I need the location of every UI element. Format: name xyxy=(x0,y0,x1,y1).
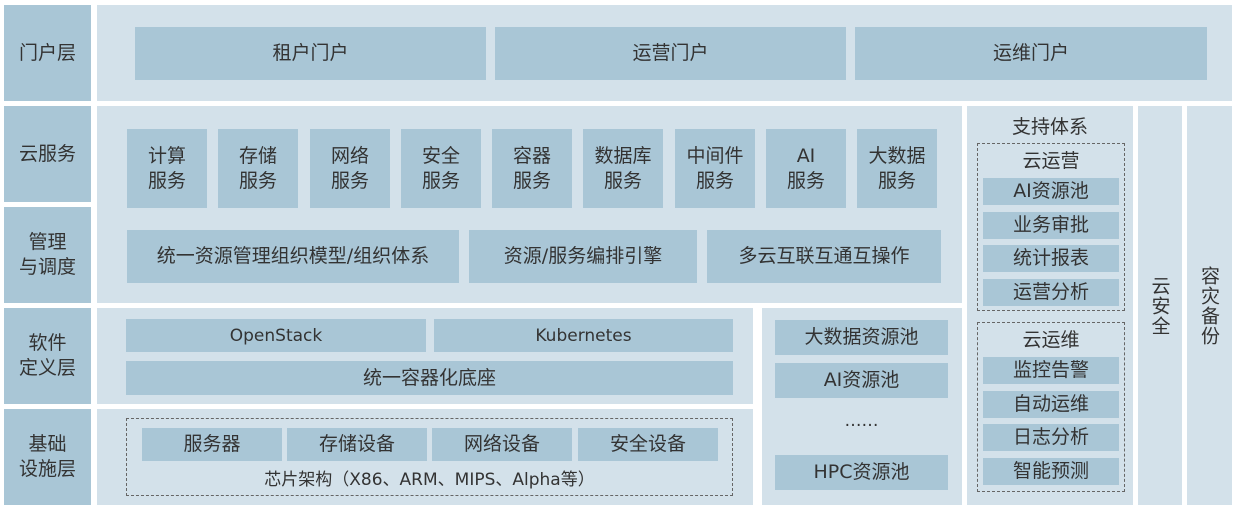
bigdata-pool: 大数据资源池 xyxy=(775,320,948,355)
device-network: 网络设备 xyxy=(432,428,572,461)
support-title: 支持体系 xyxy=(1011,115,1088,138)
cloud-security-column: 云安全 xyxy=(1138,106,1182,505)
cloud-service-network: 网络 服务 xyxy=(310,129,390,208)
openstack: OpenStack xyxy=(126,319,426,352)
cloud-service-bigdata: 大数据 服务 xyxy=(857,129,937,208)
ai-pool: AI资源池 xyxy=(775,363,948,398)
cloud-service-database: 数据库 服务 xyxy=(583,129,663,208)
layer-label-software-defined: 软件 定义层 xyxy=(4,308,91,404)
device-server: 服务器 xyxy=(142,428,282,461)
operations-item: 业务审批 xyxy=(983,212,1119,239)
cloud-service-compute: 计算 服务 xyxy=(127,129,207,208)
tenant-portal: 租户门户 xyxy=(135,27,486,80)
layer-label-cloud-service: 云服务 xyxy=(4,106,91,202)
maintenance-item: 日志分析 xyxy=(983,424,1119,451)
disaster-backup-column: 容灾备份 xyxy=(1187,106,1232,505)
cloud-service-security: 安全 服务 xyxy=(401,129,481,208)
cloud-service-ai: AI 服务 xyxy=(766,129,846,208)
unified-resource-management: 统一资源管理组织模型/组织体系 xyxy=(127,230,459,283)
layer-label-management: 管理 与调度 xyxy=(4,207,91,303)
operations-item: AI资源池 xyxy=(983,178,1119,205)
operations-item: 统计报表 xyxy=(983,245,1119,272)
chip-architecture: 芯片架构（X86、ARM、MIPS、Alpha等） xyxy=(264,469,595,490)
operations-portal: 运营门户 xyxy=(495,27,846,80)
maintenance-group xyxy=(977,322,1125,492)
more-pools-ellipsis: …… xyxy=(844,411,879,431)
layer-label-infrastructure: 基础 设施层 xyxy=(4,409,91,505)
maintenance-portal: 运维门户 xyxy=(855,27,1207,80)
cloud-service-storage: 存储 服务 xyxy=(218,129,298,208)
unified-container-base: 统一容器化底座 xyxy=(126,361,733,395)
maintenance-title: 云运维 xyxy=(1022,328,1080,351)
hpc-pool: HPC资源池 xyxy=(775,455,948,490)
orchestration-engine: 资源/服务编排引擎 xyxy=(469,230,697,283)
layer-label-portal: 门户层 xyxy=(4,5,91,101)
infrastructure-dashed-group xyxy=(126,418,733,496)
cloud-security-label: 云安全 xyxy=(1148,275,1171,336)
maintenance-item: 智能预测 xyxy=(983,458,1119,485)
operations-item: 运营分析 xyxy=(983,279,1119,306)
maintenance-item: 自动运维 xyxy=(983,391,1119,418)
disaster-backup-label: 容灾备份 xyxy=(1198,265,1220,346)
operations-group xyxy=(977,143,1125,311)
cloud-service-middleware: 中间件 服务 xyxy=(675,129,755,208)
cloud-service-container: 容器 服务 xyxy=(492,129,572,208)
device-storage: 存储设备 xyxy=(287,428,427,461)
device-security: 安全设备 xyxy=(578,428,718,461)
maintenance-item: 监控告警 xyxy=(983,357,1119,384)
multi-cloud-interop: 多云互联互通互操作 xyxy=(707,230,941,283)
operations-title: 云运营 xyxy=(1022,149,1080,172)
kubernetes: Kubernetes xyxy=(434,319,733,352)
